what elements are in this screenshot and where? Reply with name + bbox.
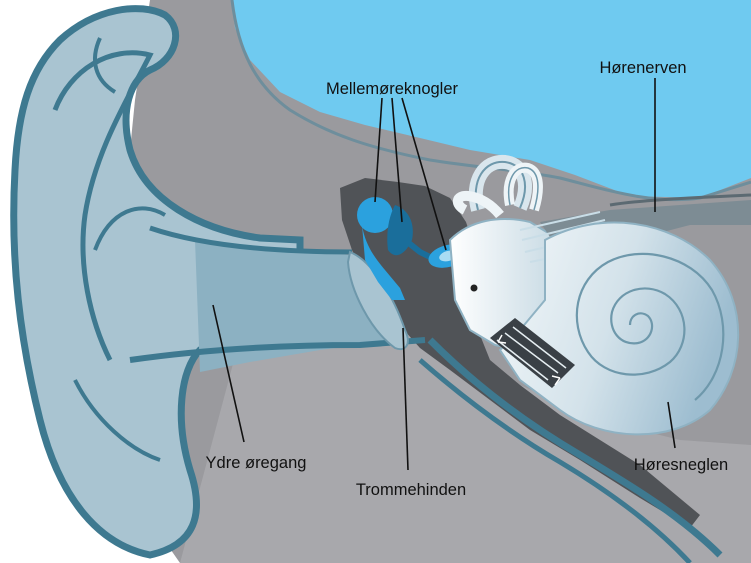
label-eardrum: Trommehinden <box>356 481 466 499</box>
label-auditory-nerve: Hørenerven <box>599 59 686 77</box>
label-cochlea: Høresneglen <box>634 456 728 474</box>
label-ossicles: Mellemøreknogler <box>326 80 459 98</box>
label-ear-canal: Ydre øregang <box>206 454 307 472</box>
